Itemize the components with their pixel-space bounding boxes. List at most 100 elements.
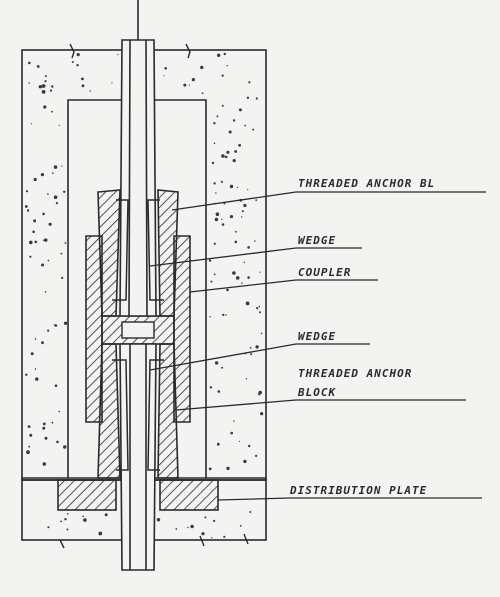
concrete-speckles	[24, 52, 264, 539]
concrete-speckle	[228, 130, 232, 134]
concrete-speckle	[30, 352, 34, 356]
concrete-speckle	[43, 239, 45, 242]
concrete-speckle	[247, 189, 249, 191]
concrete-speckle	[44, 436, 48, 440]
concrete-speckle	[232, 271, 236, 275]
concrete-speckle	[213, 182, 216, 185]
label-wedge-top: WEDGE	[298, 234, 336, 247]
coupler-web	[101, 315, 175, 345]
concrete-speckle	[221, 104, 224, 107]
concrete-speckle	[187, 526, 189, 529]
concrete-speckle	[252, 128, 255, 131]
label-distribution-plate: DISTRIBUTION PLATE	[289, 484, 427, 497]
concrete-speckle	[38, 85, 43, 89]
concrete-speckle	[156, 518, 161, 522]
concrete-speckle	[247, 276, 250, 279]
concrete-speckle	[42, 426, 46, 430]
distribution-plate	[57, 479, 219, 511]
concrete-speckle	[47, 193, 49, 195]
concrete-speckle	[53, 324, 56, 326]
concrete-speckle	[104, 513, 108, 517]
concrete-speckle	[43, 105, 47, 109]
concrete-speckle	[209, 386, 213, 389]
concrete-speckle	[226, 466, 230, 471]
concrete-speckle	[233, 420, 235, 422]
concrete-speckle	[111, 82, 113, 84]
concrete-speckle	[249, 347, 252, 349]
concrete-speckle	[258, 305, 261, 308]
concrete-speckle	[24, 205, 28, 208]
upper-wedge-right	[147, 199, 164, 301]
concrete-speckle	[221, 74, 224, 77]
concrete-speckle	[229, 184, 234, 189]
concrete-speckle	[35, 377, 39, 381]
concrete-speckle	[226, 150, 230, 154]
concrete-speckle	[42, 462, 47, 466]
concrete-speckle	[44, 291, 47, 293]
concrete-speckle	[51, 421, 54, 424]
concrete-speckle	[175, 528, 178, 530]
concrete-speckle	[221, 218, 223, 220]
concrete-speckle	[164, 67, 167, 70]
concrete-speckle	[255, 454, 258, 457]
concrete-speckle	[215, 212, 220, 216]
concrete-speckle	[55, 202, 59, 205]
concrete-speckle	[217, 390, 221, 393]
concrete-speckle	[260, 412, 264, 416]
concrete-speckle	[26, 450, 30, 455]
concrete-speckle	[41, 90, 46, 94]
concrete-speckle	[40, 173, 45, 177]
label-threaded-anchor-top: THREADED ANCHOR BL	[298, 177, 435, 190]
concrete-speckle	[230, 431, 233, 435]
lower-wedge-left	[112, 359, 129, 471]
concrete-speckle	[246, 96, 250, 100]
coupler-body	[85, 235, 191, 423]
concrete-speckle	[260, 332, 263, 335]
concrete-speckle	[76, 53, 80, 57]
concrete-speckle	[211, 161, 215, 165]
concrete-speckle	[213, 142, 216, 145]
concrete-speckle	[30, 123, 33, 125]
concrete-speckle	[66, 528, 69, 531]
concrete-speckle	[191, 78, 195, 82]
concrete-speckle	[54, 384, 58, 388]
upper-wedge-left	[112, 199, 129, 301]
concrete-speckle	[221, 366, 224, 369]
concrete-speckle	[224, 155, 228, 159]
concrete-speckle	[81, 77, 84, 81]
concrete-speckle	[29, 240, 33, 245]
concrete-speckle	[47, 329, 50, 332]
concrete-speckle	[225, 314, 227, 316]
concrete-speckle	[188, 84, 190, 86]
concrete-speckle	[51, 110, 53, 113]
concrete-speckle	[26, 209, 30, 212]
concrete-speckle	[64, 242, 67, 244]
concrete-speckle	[44, 80, 47, 83]
concrete-speckle	[232, 119, 236, 122]
concrete-speckle	[216, 115, 219, 118]
concrete-speckle	[183, 83, 187, 87]
concrete-speckle	[235, 276, 240, 280]
concrete-speckle	[48, 222, 52, 226]
concrete-speckle	[216, 442, 220, 446]
concrete-speckle	[66, 513, 69, 515]
concrete-speckle	[41, 263, 45, 267]
concrete-speckle	[25, 190, 29, 193]
label-wedge-bottom: WEDGE	[298, 330, 336, 343]
lower-wedge-right	[147, 359, 164, 471]
concrete-speckle	[250, 353, 253, 356]
concrete-speckle	[58, 124, 60, 127]
concrete-speckle	[82, 515, 84, 518]
concrete-speckle	[249, 511, 252, 513]
concrete-speckle	[247, 246, 250, 249]
concrete-speckle	[221, 223, 225, 226]
concrete-speckle	[229, 215, 234, 219]
concrete-speckle	[213, 242, 216, 245]
concrete-speckle	[71, 61, 74, 63]
concrete-speckle	[213, 122, 216, 125]
concrete-speckle	[248, 444, 251, 448]
concrete-speckle	[204, 516, 207, 519]
concrete-speckle	[255, 97, 258, 100]
